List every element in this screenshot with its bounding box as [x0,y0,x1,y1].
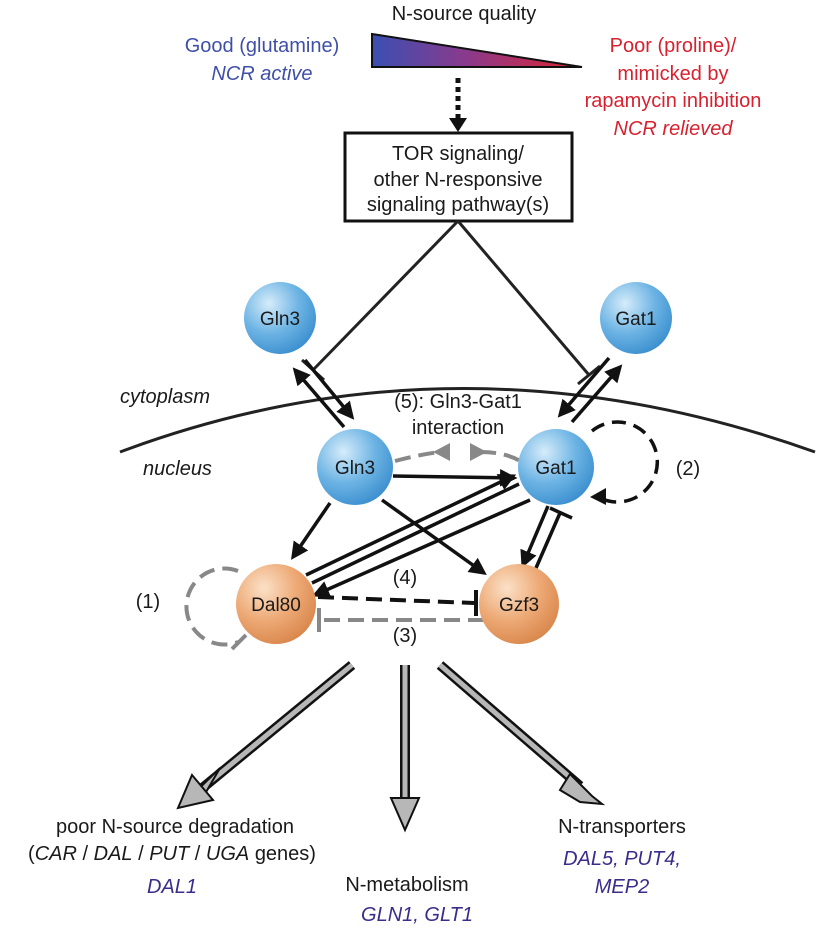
degradation-example-gene: DAL1 [147,876,197,898]
transporters-genes-line1: DAL5, PUT4, [563,848,681,870]
tor-line1: TOR signaling/ [392,143,524,165]
dotted-arrowhead [449,118,467,132]
nucleus-label: nucleus [143,458,212,480]
dal80-self-repression-loop [184,566,239,647]
dal80-inhibits-gzf3 [317,595,475,605]
annotation-3: (3) [393,625,417,647]
gat1-cytoplasm-label: Gat1 [615,309,656,330]
cytoplasm-label: cytoplasm [120,386,210,408]
gat1-self-activation-loop [590,420,660,504]
dal80-self-loop-bar [230,633,248,651]
tor-inhibits-gln3-line [311,219,460,372]
gln3-gat1-interaction-right [479,450,522,463]
gln3-cytoplasm-label: Gln3 [260,309,300,330]
metabolism-genes: GLN1, GLT1 [361,904,473,926]
dal80-node [236,564,316,644]
output-arrow-metabolism [389,665,421,833]
gat1-self-loop-arrowhead [590,488,606,505]
gzf3-inhibits-gat1-bar [549,506,573,520]
tor-line3: signaling pathway(s) [367,194,549,216]
output-arrow-transporters [436,661,606,806]
degradation-title: poor N-source degradation [56,816,294,838]
tor-inhibits-gat1-bar [577,364,601,386]
annotation-5-line1: (5): Gln3-Gat1 [394,391,522,413]
tor-line2: other N-responsive [374,169,543,191]
good-state: NCR active [211,63,312,85]
degradation-genes-line: (CAR / DAL / PUT / UGA genes) [28,843,316,865]
gln3-activates-gat1 [392,469,518,487]
gat1-cytoplasm-node [600,282,672,354]
annotation-1: (1) [136,591,160,613]
gln3-import-arrow [303,358,355,420]
gln3-activates-dal80 [291,502,332,560]
gat1-export-arrow [570,364,623,424]
poor-label-line3: rapamycin inhibition [585,90,762,112]
interaction-arrowhead-right [470,443,487,461]
gat1-import-arrow [557,356,611,418]
good-label: Good (glutamine) [185,35,340,57]
header-title: N-source quality [392,3,537,25]
gat1-nucleus-label: Gat1 [535,458,576,479]
annotation-4: (4) [393,567,417,589]
tor-inhibits-gat1-line [456,220,591,376]
annotation-5-line2: interaction [412,417,504,439]
gzf3-inhibits-gat1 [534,512,562,569]
poor-label-line1: Poor (proline)/ [610,35,737,57]
annotation-2: (2) [676,458,700,480]
dal80-label: Dal80 [251,595,301,616]
gat1-nucleus-node [518,429,594,505]
nuclear-membrane [119,387,816,454]
gln3-nucleus-label: Gln3 [335,458,375,479]
poor-label-line2: mimicked by [617,63,728,85]
gln3-export-arrow [292,367,346,429]
poor-state: NCR relieved [614,118,734,140]
transporters-genes-line2: MEP2 [595,876,649,898]
gzf3-label: Gzf3 [499,595,539,616]
gat1-activates-dal80 [311,498,531,598]
gln3-cytoplasm-node [244,282,316,354]
gzf3-node [479,564,559,644]
gln3-activates-gzf3 [380,498,487,576]
metabolism-title: N-metabolism [345,874,468,896]
gat1-activates-gzf3 [520,505,550,569]
transporters-title: N-transporters [558,816,686,838]
interaction-arrowhead-left [433,443,450,461]
dal80-activates-gat1 [305,474,517,577]
quality-gradient-triangle [371,32,583,68]
gln3-nucleus-node [317,429,393,505]
dal80-gat1-second-line [311,482,520,585]
output-arrow-degradation [176,661,356,810]
gln3-gat1-interaction-left [394,450,446,463]
